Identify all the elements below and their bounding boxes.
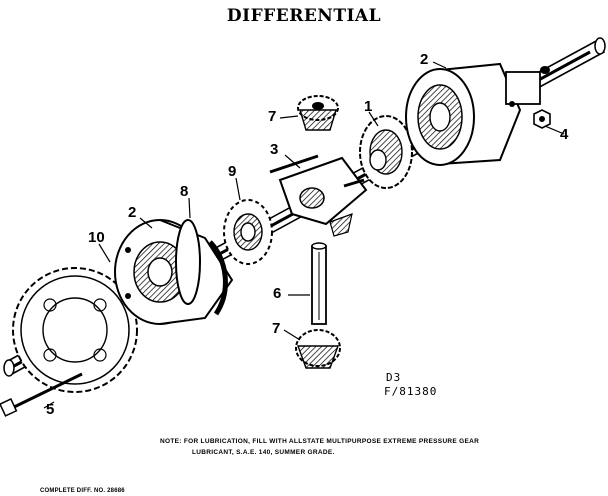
nut-part-4 (533, 109, 551, 129)
housing-right-part-2 (405, 62, 541, 166)
callout-6: 6 (273, 285, 282, 302)
side-gear-part-1 (359, 115, 413, 189)
callout-8: 8 (180, 183, 189, 200)
lubrication-note: NOTE: FOR LUBRICATION, FILL WITH ALLSTAT… (160, 436, 600, 458)
note-line-1: NOTE: FOR LUBRICATION, FILL WITH ALLSTAT… (160, 438, 480, 445)
side-gear-part-9 (223, 199, 273, 265)
note-line-2: LUBRICANT, S.A.E. 140, SUMMER GRADE. (192, 449, 335, 456)
callout-7-bottom: 7 (272, 320, 281, 337)
callout-5: 5 (46, 401, 55, 418)
bolt-part-5 (0, 372, 83, 417)
pinion-shaft-part-6 (311, 242, 327, 325)
page-title: DIFFERENTIAL (226, 6, 382, 26)
housing-left-part-2 (114, 219, 234, 325)
callout-2-left: 2 (128, 204, 137, 221)
callout-10: 10 (88, 229, 105, 246)
spider-part-3 (269, 154, 368, 237)
callout-1: 1 (364, 98, 373, 115)
callout-2-right: 2 (420, 51, 429, 68)
sprocket-part-10 (12, 267, 138, 393)
callout-3: 3 (270, 141, 279, 158)
callout-4: 4 (560, 126, 569, 143)
pinion-gear-top-part-7 (297, 95, 339, 131)
callout-9: 9 (228, 163, 237, 180)
callout-7-top: 7 (268, 108, 277, 125)
diagram-code-line-1: D3 (386, 371, 402, 384)
leader-lines (43, 61, 565, 409)
complete-diff-number: COMPLETE DIFF. NO. 28686 (40, 488, 125, 494)
diagram-code-line-2: F/81380 (384, 385, 438, 398)
pinion-gear-bottom-part-7 (295, 329, 341, 369)
thrust-washer-part-8 (175, 219, 201, 305)
